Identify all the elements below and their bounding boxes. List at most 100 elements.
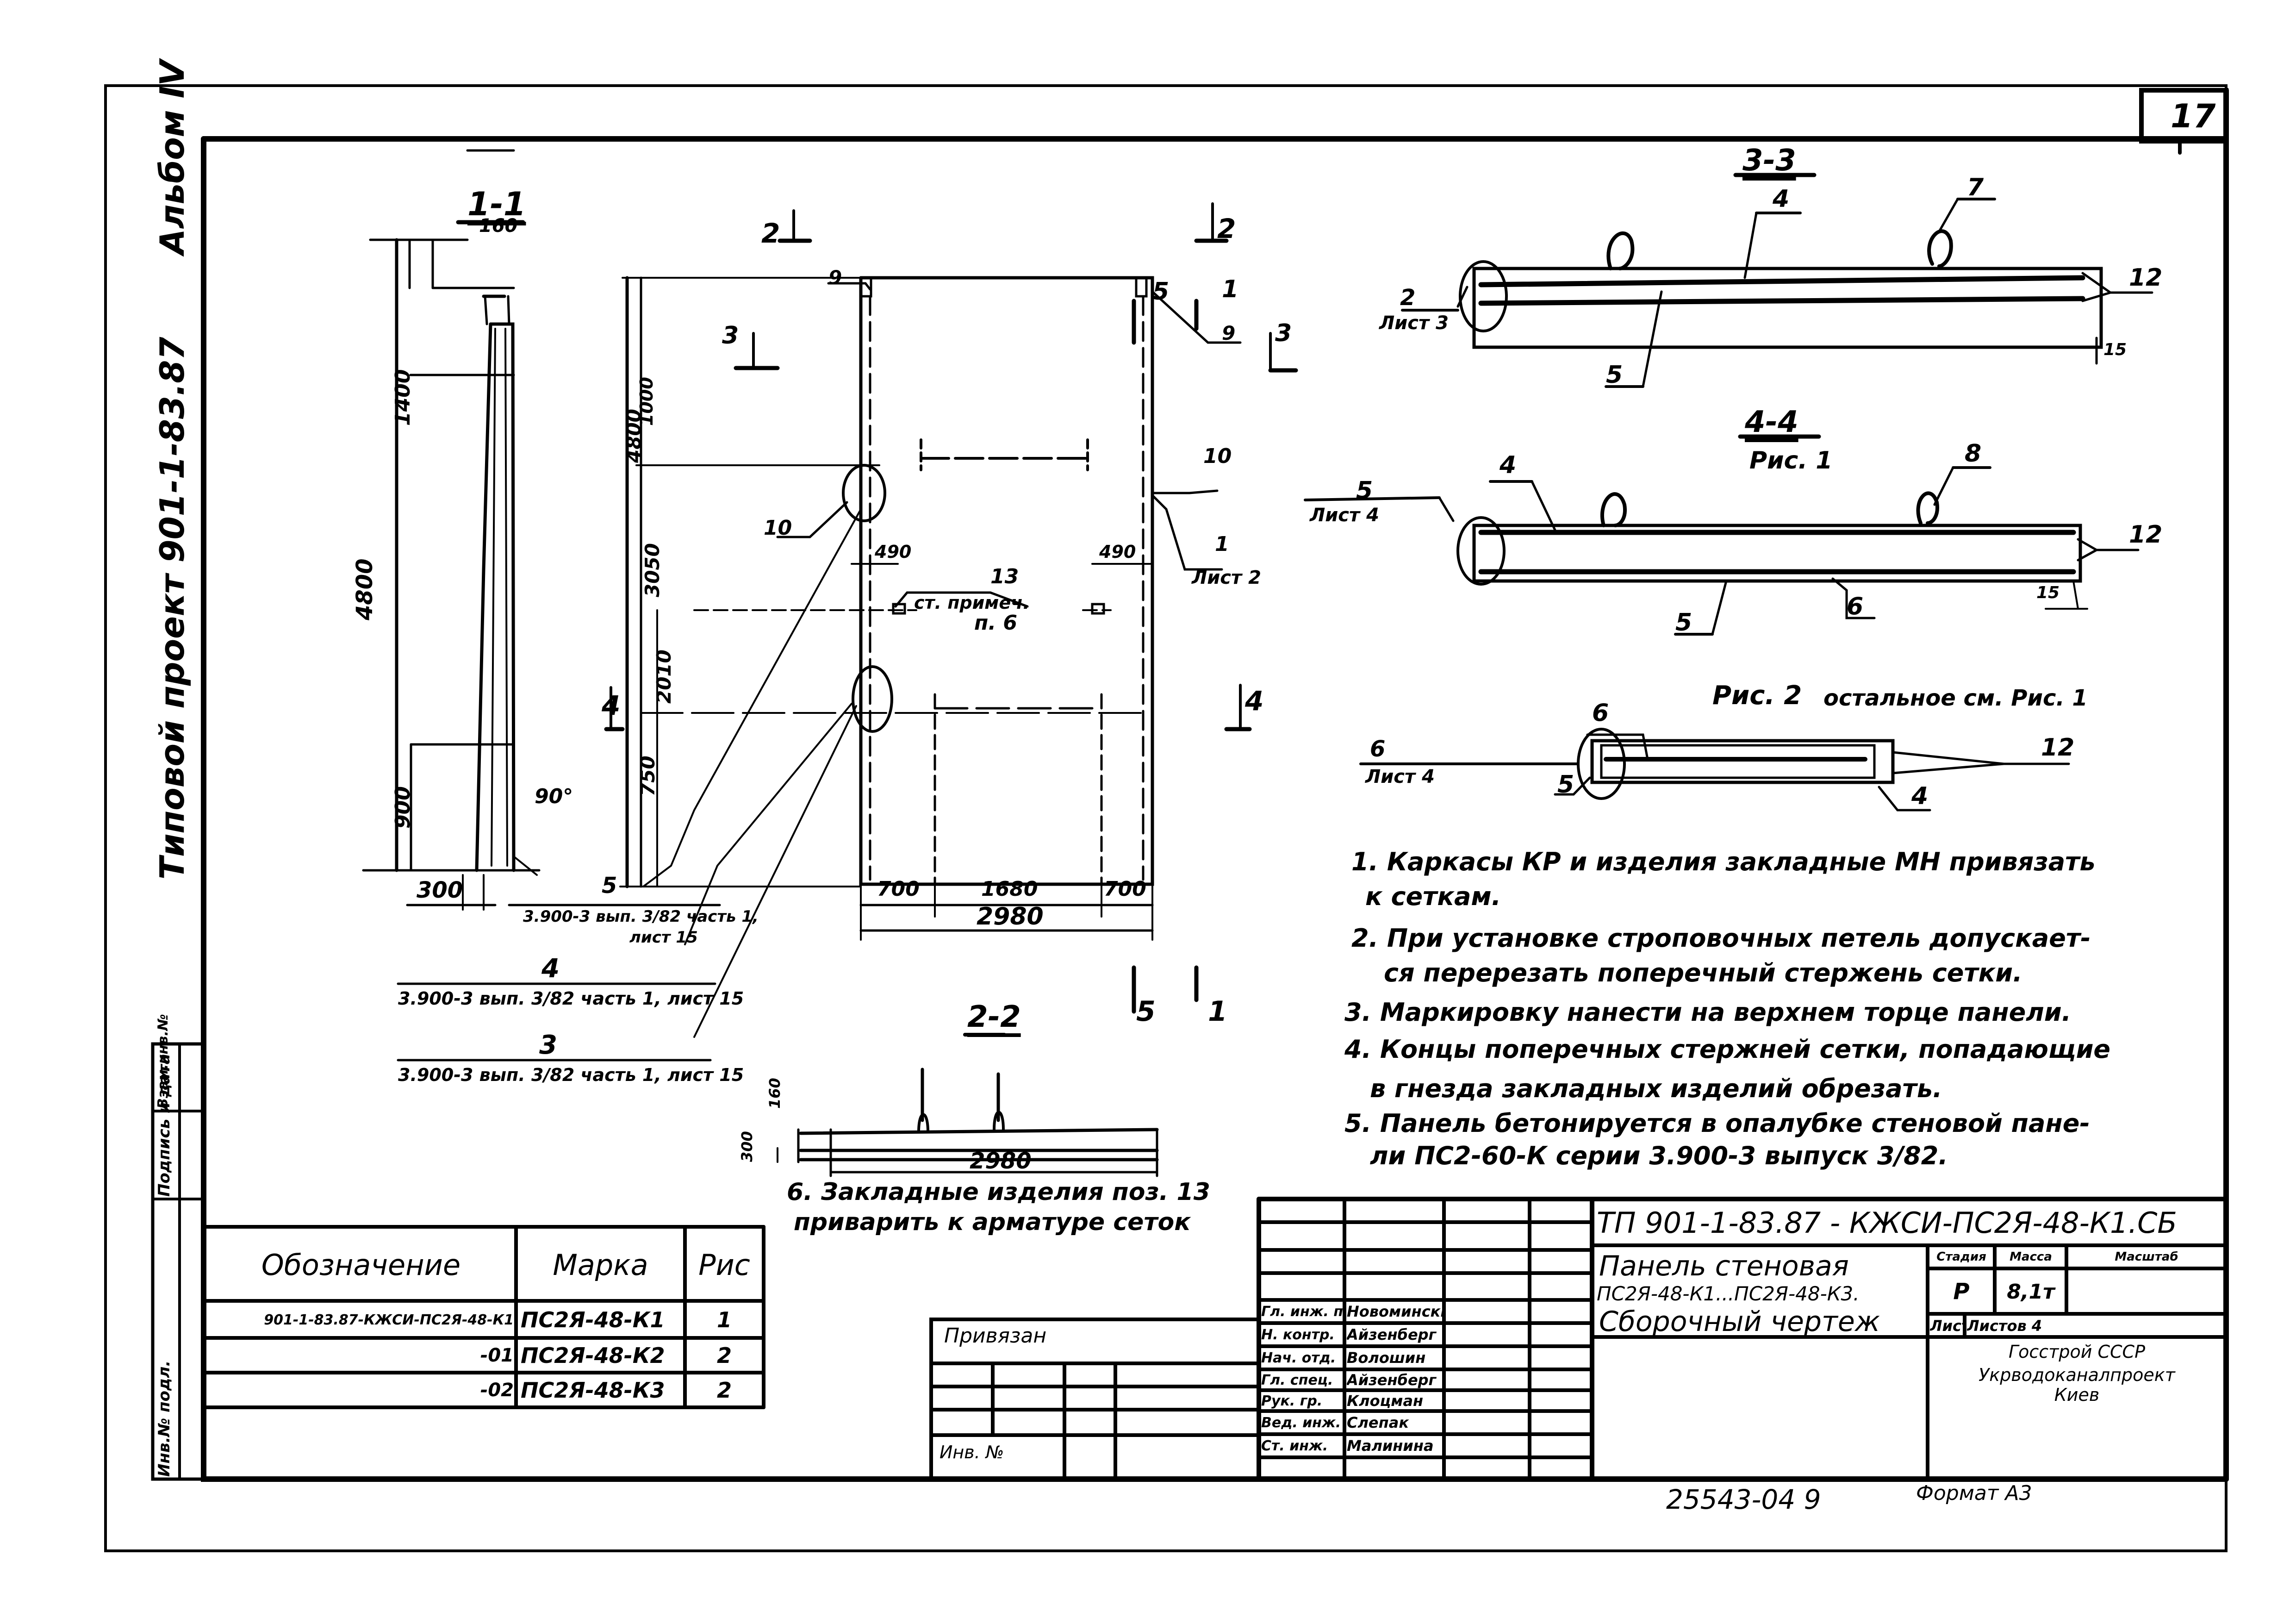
note-6-line2: приварить к арматуре сеток bbox=[794, 1208, 1191, 1236]
leader-pos3-ref: 3.900-3 вып. 3/82 часть 1, лист 15 bbox=[398, 1065, 744, 1085]
org-line3: Киев bbox=[2054, 1384, 2100, 1405]
row1-fig: 1 bbox=[716, 1307, 732, 1332]
callout-pos9-right: 9 bbox=[1222, 322, 1236, 344]
stage-value: Р bbox=[1953, 1279, 1970, 1305]
row1-designation: 901-1-83.87-КЖСИ-ПС2Я-48-К1 bbox=[264, 1312, 514, 1328]
callout-pos13-note2: п. 6 bbox=[974, 611, 1018, 635]
section-3-3-pos12: 12 bbox=[2129, 264, 2163, 292]
signature-role: Рук. гр. bbox=[1261, 1393, 1323, 1409]
note-3-line1: 3. Маркировку нанести на верхнем торце п… bbox=[1344, 998, 2072, 1027]
section-4-4-title: 4-4 bbox=[1745, 405, 1798, 439]
document-code: ТП 901-1-83.87 - КЖСИ-ПС2Я-48-К1.СБ bbox=[1597, 1206, 2177, 1240]
dim-elev-bottom-left: 700 bbox=[877, 877, 920, 901]
section-3-3-pos2-sheet: Лист 3 bbox=[1379, 312, 1449, 334]
sheet-number-box bbox=[2139, 88, 2228, 144]
section-3-3-dim: 15 bbox=[2103, 340, 2127, 359]
dim-1-1-angle: 90° bbox=[535, 785, 573, 808]
cut-mark-1-top: 1 bbox=[1222, 275, 1239, 303]
callout-pos13-note1: ст. примеч. bbox=[914, 593, 1030, 613]
side-stamp-inv-label: Инв.№ подл. bbox=[155, 1360, 174, 1477]
fig-2-caption-note: остальное см. Рис. 1 bbox=[1823, 685, 2088, 711]
signature-role: Гл. инж. пр. bbox=[1261, 1303, 1344, 1320]
section-4-4-pos4: 4 bbox=[1500, 451, 1517, 479]
section-4-4-pos6: 6 bbox=[1847, 593, 1864, 620]
stamp-lines bbox=[929, 1197, 2228, 1481]
margin-project-label: Типовой проект 901-1-83.87 bbox=[153, 337, 192, 880]
dim-elev-middle: 3050 bbox=[641, 543, 664, 597]
cut-mark-3-left: 3 bbox=[722, 322, 739, 350]
dim-elev-bottom: 750 bbox=[636, 756, 659, 796]
dim-1-1-height: 4800 bbox=[352, 558, 378, 620]
section-3-3-lines bbox=[1401, 173, 2153, 439]
stage-label: Стадия bbox=[1936, 1250, 1986, 1264]
org-line2: Укрводоканалпроект bbox=[1979, 1365, 2175, 1385]
title-line1: Панель стеновая bbox=[1599, 1250, 1849, 1282]
signature-role: Нач. отд. bbox=[1261, 1349, 1336, 1366]
callout-pos10-right: 10 bbox=[1203, 444, 1232, 468]
cut-mark-4-left: 4 bbox=[602, 690, 621, 721]
leader-pos5-ref2: лист 15 bbox=[629, 928, 698, 947]
signature-name: Малинина bbox=[1347, 1437, 1434, 1455]
callout-pos10-left: 10 bbox=[764, 516, 792, 540]
marks-table-header-fig: Рис bbox=[698, 1248, 750, 1282]
note-2-line2: ся перерезать поперечный стержень сетки. bbox=[1384, 958, 2022, 987]
title-line3: Сборочный чертеж bbox=[1599, 1305, 1880, 1338]
section-3-3-pos4: 4 bbox=[1773, 185, 1790, 213]
note-4-line1: 4. Концы поперечных стержней сетки, попа… bbox=[1344, 1035, 2111, 1064]
scale-label: Масштаб bbox=[2115, 1250, 2178, 1264]
note-1-line1: 1. Каркасы КР и изделия закладные МН при… bbox=[1351, 847, 2096, 876]
fig-2-pos6-sheet: Лист 4 bbox=[1365, 766, 1435, 787]
callout-pos1: 1 bbox=[1215, 532, 1229, 556]
callout-pos13: 13 bbox=[990, 565, 1019, 588]
dim-elev-lower: 2010 bbox=[653, 650, 675, 704]
section-3-3-pos5: 5 bbox=[1606, 361, 1623, 389]
signature-name: Айзенберг bbox=[1347, 1371, 1437, 1389]
fig-2-pos5: 5 bbox=[1557, 771, 1574, 799]
elevation-lines bbox=[397, 202, 1298, 1062]
note-5-line2: ли ПС2-60-К серии 3.900-3 выпуск 3/82. bbox=[1370, 1141, 1948, 1170]
cut-mark-4-right: 4 bbox=[1245, 685, 1264, 717]
dim-1-1-base: 300 bbox=[417, 877, 463, 903]
row2-designation: -01 bbox=[480, 1345, 514, 1366]
row3-mark: ПС2Я-48-К3 bbox=[521, 1378, 665, 1403]
fig-2-pos12: 12 bbox=[2041, 734, 2075, 762]
signature-name: Клоцман bbox=[1347, 1392, 1424, 1410]
signature-role: Вед. инж. bbox=[1261, 1414, 1341, 1431]
sheets-label: Листов 4 bbox=[1967, 1317, 2042, 1335]
marks-table-header-designation: Обозначение bbox=[261, 1248, 461, 1282]
row3-fig: 2 bbox=[716, 1378, 732, 1403]
leader-pos4-ref: 3.900-3 вып. 3/82 часть 1, лист 15 bbox=[398, 988, 744, 1009]
signature-role: Гл. спец. bbox=[1261, 1372, 1333, 1388]
dim-1-1-bottom: 900 bbox=[391, 786, 415, 829]
margin-album-label: Альбом IV bbox=[153, 60, 192, 255]
org-line1: Госстрой СССР bbox=[2008, 1342, 2145, 1362]
note-4-line2: в гнезда закладных изделий обрезать. bbox=[1370, 1074, 1942, 1103]
section-3-3-pos7: 7 bbox=[1967, 174, 1984, 201]
dim-2-2-width: 2980 bbox=[970, 1148, 1032, 1174]
callout-pos1-sheet: Лист 2 bbox=[1192, 567, 1261, 588]
row2-fig: 2 bbox=[716, 1343, 732, 1368]
cut-mark-5-bottom: 5 bbox=[1136, 995, 1156, 1028]
fig-2-pos6-ref: 6 bbox=[1370, 736, 1386, 762]
mass-label: Масса bbox=[2010, 1250, 2052, 1264]
section-4-4-pos5-sheet: Лист 4 bbox=[1310, 505, 1379, 526]
leader-pos3: 3 bbox=[539, 1030, 557, 1060]
sheet-number: 17 bbox=[2171, 97, 2216, 135]
section-4-4-dim: 15 bbox=[2036, 583, 2060, 602]
title-line2: ПС2Я-48-К1...ПС2Я-48-К3. bbox=[1597, 1282, 1860, 1305]
section-2-2-title: 2-2 bbox=[967, 1000, 1021, 1034]
dim-2-2-top: 160 bbox=[766, 1078, 784, 1109]
dim-elev-top: 1000 bbox=[636, 377, 657, 426]
archive-number: 25543-04 9 bbox=[1666, 1484, 1821, 1515]
sheet-label: Лист 1 bbox=[1930, 1317, 1965, 1335]
fig-2-pos6: 6 bbox=[1592, 699, 1609, 727]
dim-1-1-width-top: 160 bbox=[479, 215, 518, 237]
signature-role: Ст. инж. bbox=[1261, 1437, 1328, 1454]
note-1-line2: к сеткам. bbox=[1365, 882, 1501, 911]
binding-label: Привязан bbox=[944, 1324, 1047, 1348]
dim-elev-width: 2980 bbox=[977, 903, 1044, 931]
dim-elev-bottom-right: 700 bbox=[1104, 877, 1146, 901]
fig-2-pos4: 4 bbox=[1911, 782, 1929, 810]
cut-mark-1-bottom: 1 bbox=[1208, 995, 1227, 1028]
